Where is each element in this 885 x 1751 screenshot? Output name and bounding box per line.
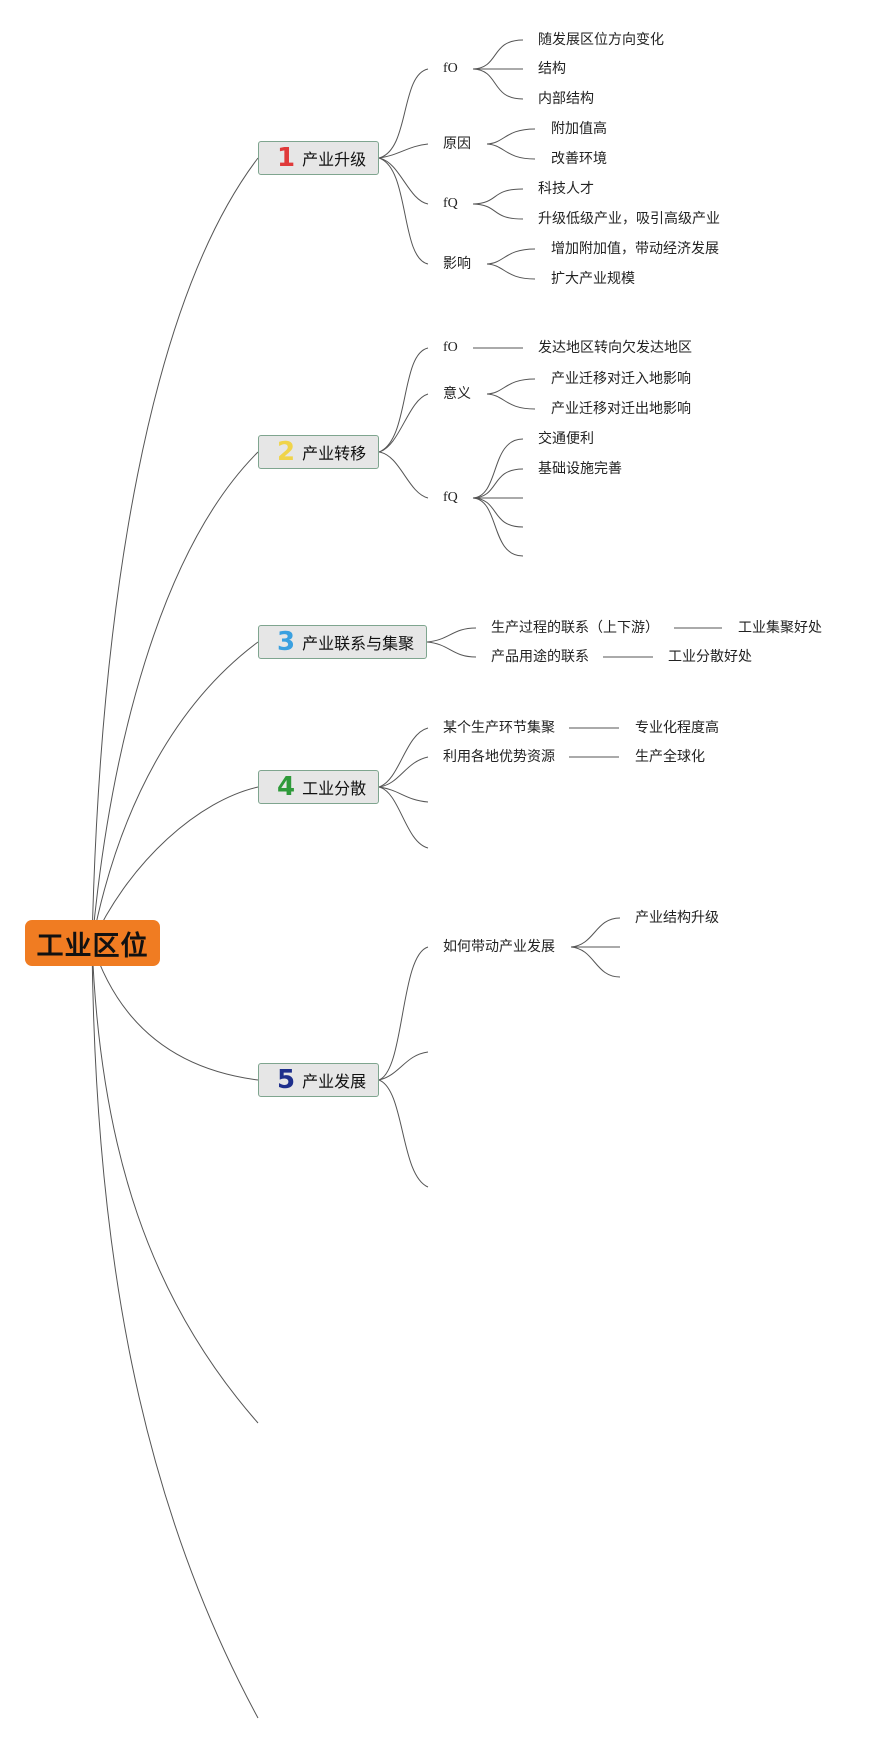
leaf-label[interactable]: 专业化程度高 xyxy=(635,720,719,736)
topic-industry-upgrade[interactable]: 1 产业升级 xyxy=(258,141,379,175)
topic-number-2: 2 xyxy=(277,437,296,467)
leaf-label[interactable]: 改善环境 xyxy=(551,151,607,167)
topic-label: 产业联系与集聚 xyxy=(302,634,415,653)
branch-label[interactable]: 产品用途的联系 xyxy=(491,649,589,665)
leaf-label[interactable]: 产业迁移对迁出地影响 xyxy=(551,401,691,417)
root-label: 工业区位 xyxy=(36,930,149,962)
leaf-label[interactable]: 扩大产业规模 xyxy=(551,271,635,287)
leaf-label[interactable]: 工业集聚好处 xyxy=(738,620,822,636)
leaf-label[interactable]: 产业迁移对迁入地影响 xyxy=(551,371,691,387)
branch-label[interactable]: 某个生产环节集聚 xyxy=(443,720,555,736)
leaf-label[interactable]: 增加附加值，带动经济发展 xyxy=(551,241,719,257)
topic-industry-development[interactable]: 5 产业发展 xyxy=(258,1063,379,1097)
topic-label: 产业发展 xyxy=(302,1072,367,1091)
leaf-label[interactable]: 科技人才 xyxy=(538,181,594,197)
leaf-label[interactable]: 发达地区转向欠发达地区 xyxy=(538,340,692,356)
topic-label: 产业转移 xyxy=(302,444,367,463)
branch-label[interactable]: fO xyxy=(443,61,458,76)
branch-label[interactable]: fO xyxy=(443,340,458,355)
branch-label[interactable]: 原因 xyxy=(443,136,471,152)
branch-label[interactable]: 影响 xyxy=(443,256,471,272)
branch-label[interactable]: 如何带动产业发展 xyxy=(443,939,555,955)
leaf-label[interactable]: 工业分散好处 xyxy=(668,649,752,665)
topic-industry-transfer[interactable]: 2 产业转移 xyxy=(258,435,379,469)
branch-label[interactable]: 生产过程的联系（上下游） xyxy=(491,620,659,636)
leaf-label[interactable]: 基础设施完善 xyxy=(538,461,622,477)
leaf-label[interactable]: 产业结构升级 xyxy=(635,910,719,926)
topic-label: 产业升级 xyxy=(302,150,367,169)
topic-number-1: 1 xyxy=(277,143,296,173)
branch-label[interactable]: fQ xyxy=(443,196,458,211)
leaf-label[interactable]: 随发展区位方向变化 xyxy=(538,32,664,48)
branch-label[interactable]: fQ xyxy=(443,490,458,505)
root-topic[interactable]: 工业区位 xyxy=(25,920,160,966)
topic-industry-dispersion[interactable]: 4 工业分散 xyxy=(258,770,379,804)
leaf-label[interactable]: 交通便利 xyxy=(538,431,594,447)
leaf-label[interactable]: 生产全球化 xyxy=(635,749,705,765)
topic-number-5: 5 xyxy=(277,1065,296,1095)
topic-industry-linkage[interactable]: 3 产业联系与集聚 xyxy=(258,625,427,659)
topic-label: 工业分散 xyxy=(302,779,367,798)
branch-label[interactable]: 利用各地优势资源 xyxy=(443,749,555,765)
leaf-label[interactable]: 结构 xyxy=(538,61,566,77)
leaf-label[interactable]: 内部结构 xyxy=(538,91,594,107)
branch-label[interactable]: 意义 xyxy=(443,386,471,402)
topic-number-3: 3 xyxy=(277,627,296,657)
topic-number-4: 4 xyxy=(277,772,296,802)
leaf-label[interactable]: 升级低级产业，吸引高级产业 xyxy=(538,211,720,227)
leaf-label[interactable]: 附加值高 xyxy=(551,121,607,137)
